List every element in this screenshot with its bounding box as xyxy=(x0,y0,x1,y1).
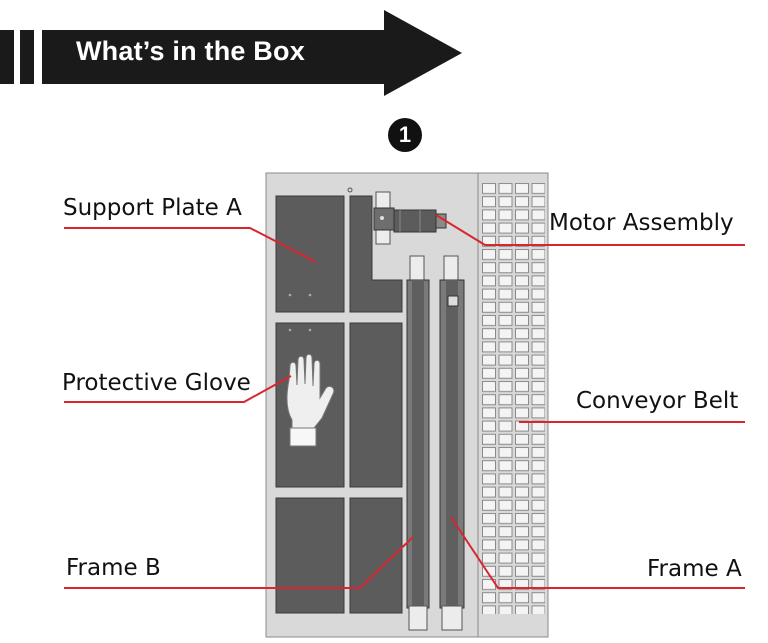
label-protective-glove: Protective Glove xyxy=(62,370,251,396)
glove-icon xyxy=(286,353,335,447)
label-support-plate-a: Support Plate A xyxy=(63,195,242,221)
callout-frame-a xyxy=(450,516,745,589)
banner-stripe-1 xyxy=(0,30,14,84)
callout-motor-assembly xyxy=(435,214,745,246)
support-plate-a-notch xyxy=(349,195,403,313)
frame-a xyxy=(439,255,465,631)
callout-lines xyxy=(64,214,745,589)
label-frame-a: Frame A xyxy=(647,556,742,582)
banner-arrow xyxy=(42,10,462,96)
label-frame-b: Frame B xyxy=(66,555,161,581)
callout-frame-b xyxy=(64,536,414,589)
plate-mid-right xyxy=(349,322,403,488)
label-motor-assembly: Motor Assembly xyxy=(549,210,734,236)
frame-b xyxy=(406,255,430,631)
motor-assembly xyxy=(373,191,447,245)
callout-support-plate-a xyxy=(64,227,317,263)
page-title: What’s in the Box xyxy=(76,36,305,66)
label-conveyor-belt: Conveyor Belt xyxy=(576,388,739,414)
plate-bottom-left xyxy=(275,497,345,614)
step-number-badge xyxy=(388,118,422,152)
callout-protective-glove xyxy=(64,375,292,403)
support-plate-a xyxy=(275,195,345,313)
banner-stripe-2 xyxy=(20,30,34,84)
step-number: 1 xyxy=(398,122,412,147)
header-banner xyxy=(0,10,462,96)
conveyor-belt xyxy=(481,182,545,614)
